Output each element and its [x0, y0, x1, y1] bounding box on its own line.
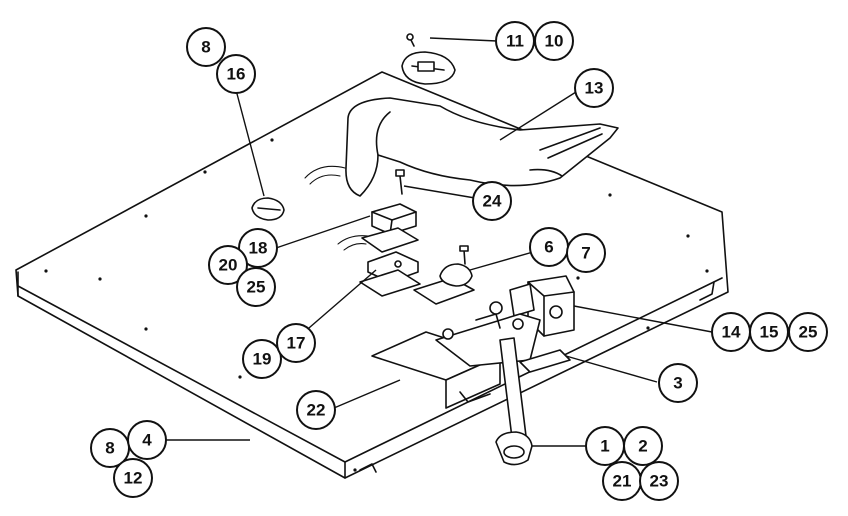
svg-text:17: 17 — [287, 334, 306, 353]
svg-text:3: 3 — [673, 374, 682, 393]
callout-17: 17 — [276, 323, 316, 363]
svg-text:11: 11 — [506, 32, 524, 51]
svg-text:20: 20 — [219, 256, 238, 275]
callout-1: 1 — [585, 426, 625, 466]
bracket-22 — [371, 301, 571, 409]
svg-text:16: 16 — [227, 65, 246, 84]
callout-13: 13 — [574, 68, 614, 108]
screw-24 — [395, 169, 405, 195]
callout-12: 12 — [113, 458, 153, 498]
svg-text:22: 22 — [307, 401, 326, 420]
callout-8-top: 8 — [186, 27, 226, 67]
callout-25-right: 25 — [788, 312, 828, 352]
switch-17 — [359, 251, 421, 297]
svg-text:25: 25 — [799, 323, 818, 342]
callout-22: 22 — [296, 390, 336, 430]
callout-24: 24 — [472, 181, 512, 221]
svg-text:8: 8 — [201, 38, 210, 57]
svg-text:4: 4 — [142, 431, 152, 450]
callout-15: 15 — [749, 312, 789, 352]
leader-lines — [164, 37, 713, 447]
svg-text:6: 6 — [544, 238, 553, 257]
svg-text:1: 1 — [600, 437, 609, 456]
callout-7: 7 — [566, 233, 606, 273]
svg-text:12: 12 — [124, 469, 143, 488]
callout-6: 6 — [529, 227, 569, 267]
callout-10: 10 — [534, 21, 574, 61]
callout-20: 20 — [208, 245, 248, 285]
svg-text:13: 13 — [585, 79, 604, 98]
svg-text:10: 10 — [545, 32, 564, 51]
callouts: 8 16 11 10 13 24 18 20 — [90, 21, 828, 501]
svg-text:8: 8 — [105, 439, 114, 458]
svg-text:23: 23 — [650, 472, 669, 491]
svg-text:21: 21 — [613, 472, 632, 491]
thermostat-top — [401, 33, 456, 85]
svg-text:2: 2 — [638, 437, 647, 456]
callout-4: 4 — [127, 420, 167, 460]
callout-18: 18 — [238, 228, 278, 268]
svg-text:25: 25 — [247, 278, 266, 297]
callout-21: 21 — [602, 461, 642, 501]
callout-16: 16 — [216, 54, 256, 94]
callout-3: 3 — [658, 363, 698, 403]
callout-19: 19 — [242, 339, 282, 379]
switch-18 — [361, 203, 419, 253]
callout-2: 2 — [623, 426, 663, 466]
svg-text:14: 14 — [722, 323, 741, 342]
svg-text:18: 18 — [249, 239, 268, 258]
rod-and-knob — [495, 337, 533, 466]
callout-25-left: 25 — [236, 267, 276, 307]
svg-text:7: 7 — [581, 244, 590, 263]
svg-text:24: 24 — [483, 192, 502, 211]
callout-23: 23 — [639, 461, 679, 501]
svg-text:19: 19 — [253, 350, 272, 369]
callout-11: 11 — [495, 21, 535, 61]
callout-14: 14 — [711, 312, 751, 352]
svg-text:15: 15 — [760, 323, 779, 342]
component-16 — [251, 197, 285, 221]
thermostat-6 — [413, 245, 475, 305]
